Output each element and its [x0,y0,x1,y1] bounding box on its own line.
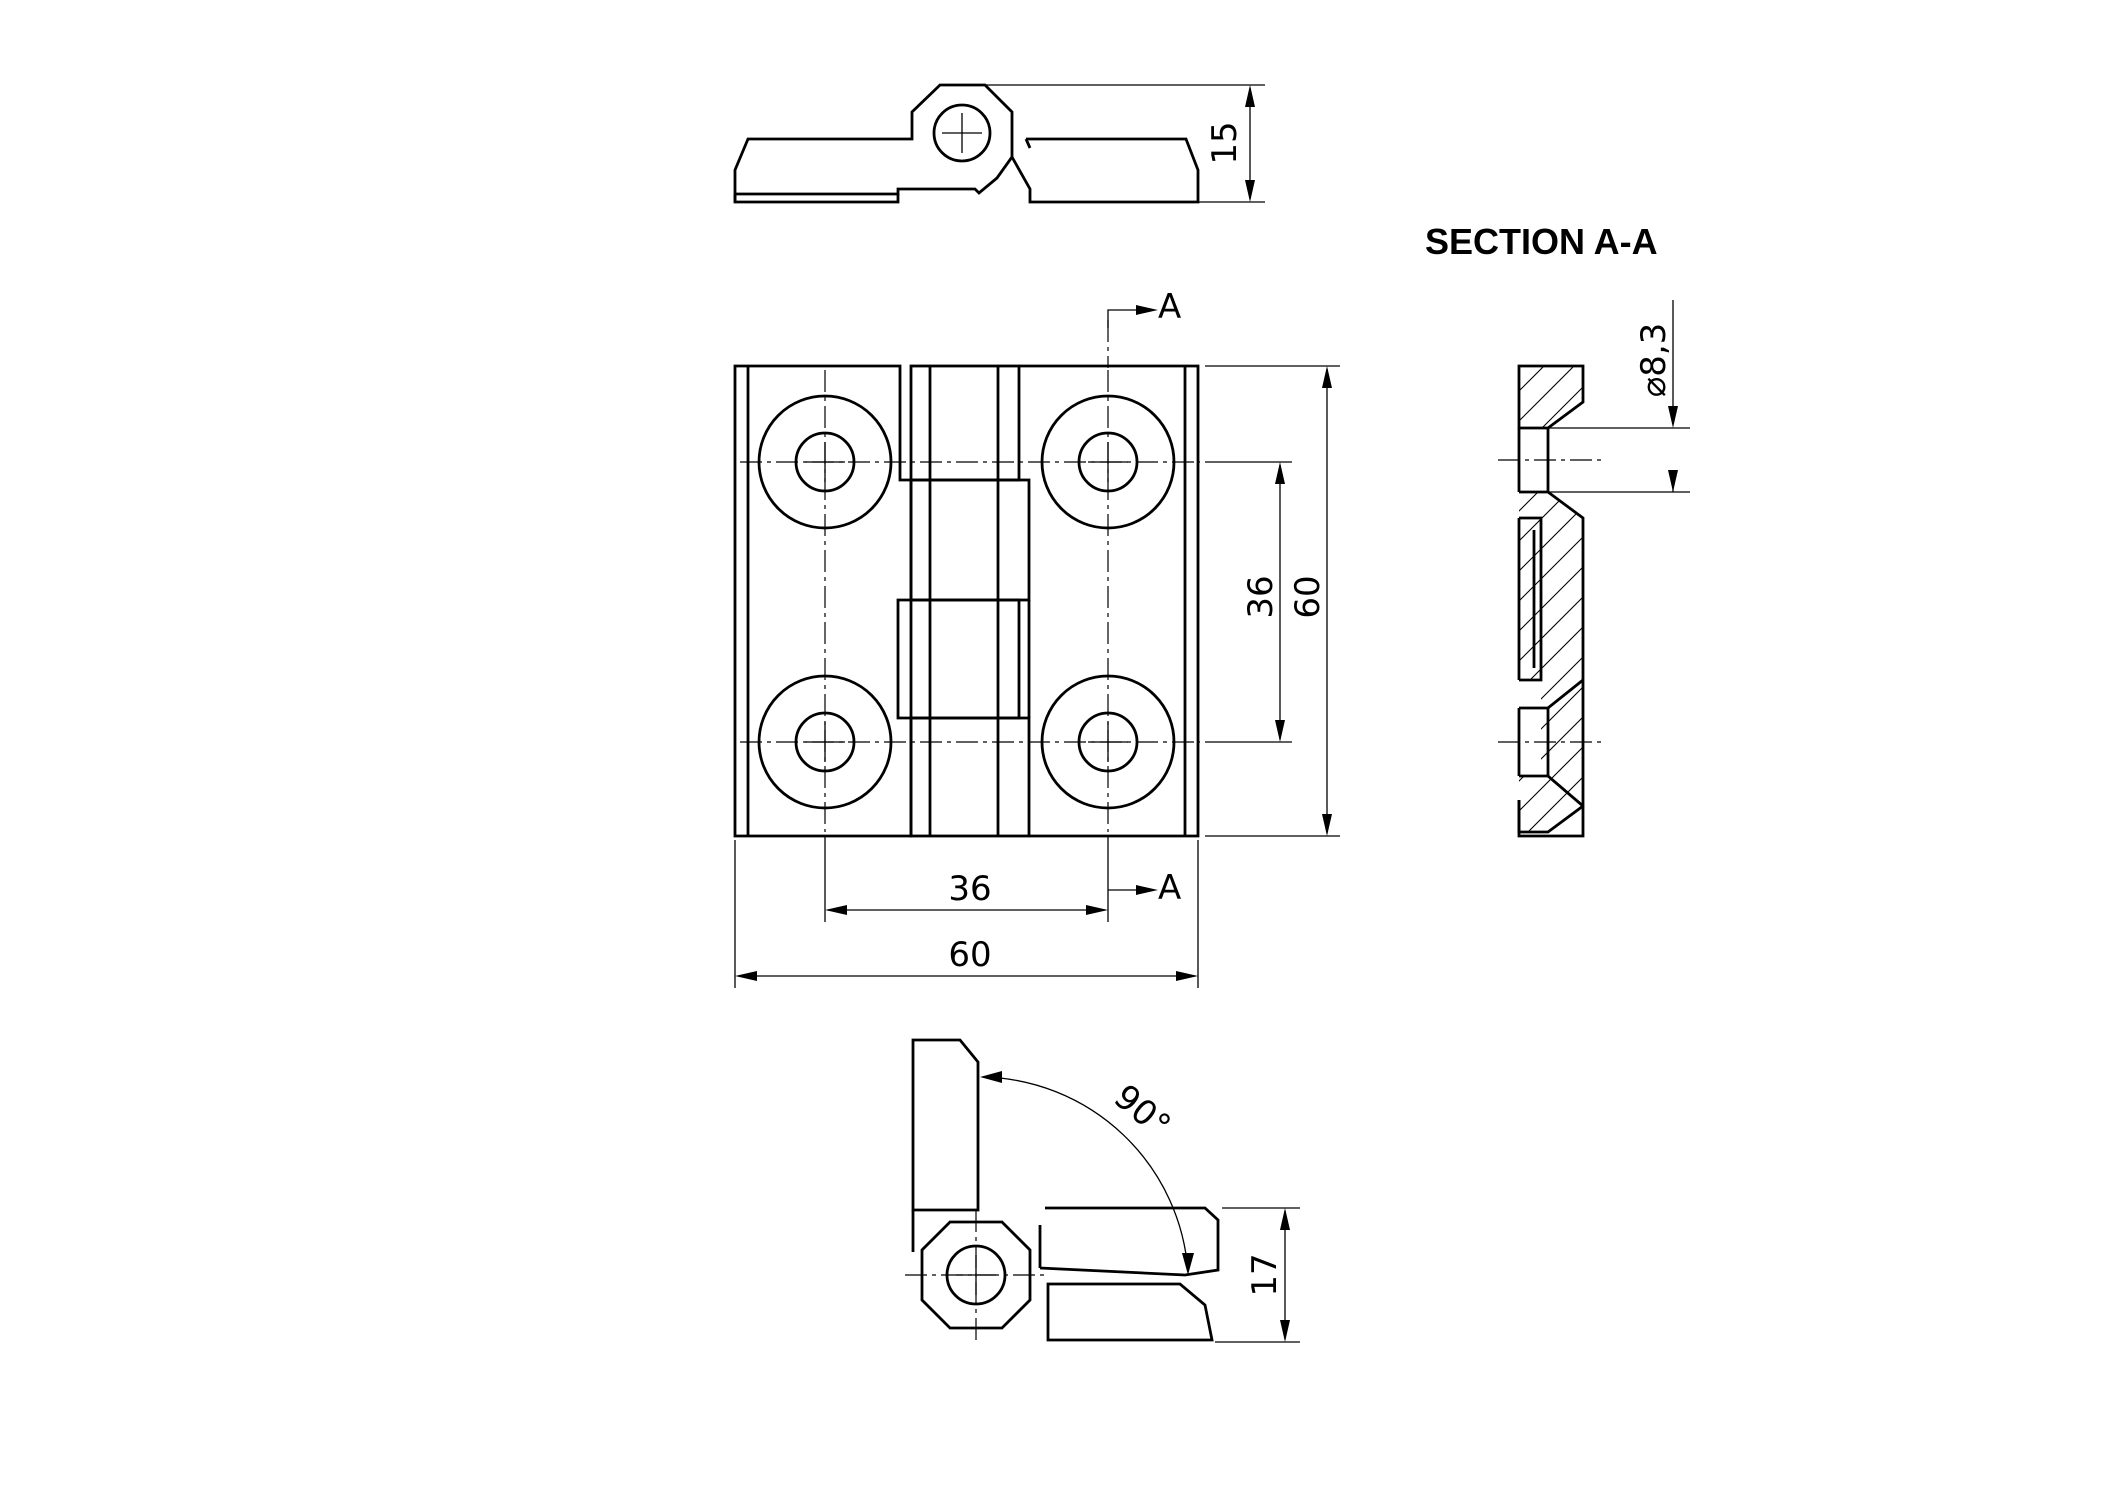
cut-label-bottom: A [1158,868,1181,908]
open-view: 90° 17 [905,1038,1300,1343]
cut-label-top: A [1158,287,1181,327]
dim-hole-spacing-vertical: 36 [1241,575,1281,618]
front-view: A A 36 60 36 60 [733,287,1340,988]
section-view: ⌀8,3 [1498,300,1690,838]
section-title: SECTION A-A [1425,221,1658,262]
dim-overall-width: 60 [948,935,991,975]
dim-height-open-view: 17 [1245,1253,1285,1296]
dim-open-angle: 90° [1106,1077,1178,1146]
dim-height-top-view: 15 [1205,121,1245,164]
dim-hole-diameter: ⌀8,3 [1634,323,1674,398]
dim-overall-height: 60 [1288,575,1328,618]
dim-hole-spacing-horizontal: 36 [948,869,991,909]
top-view: 15 [733,83,1265,204]
